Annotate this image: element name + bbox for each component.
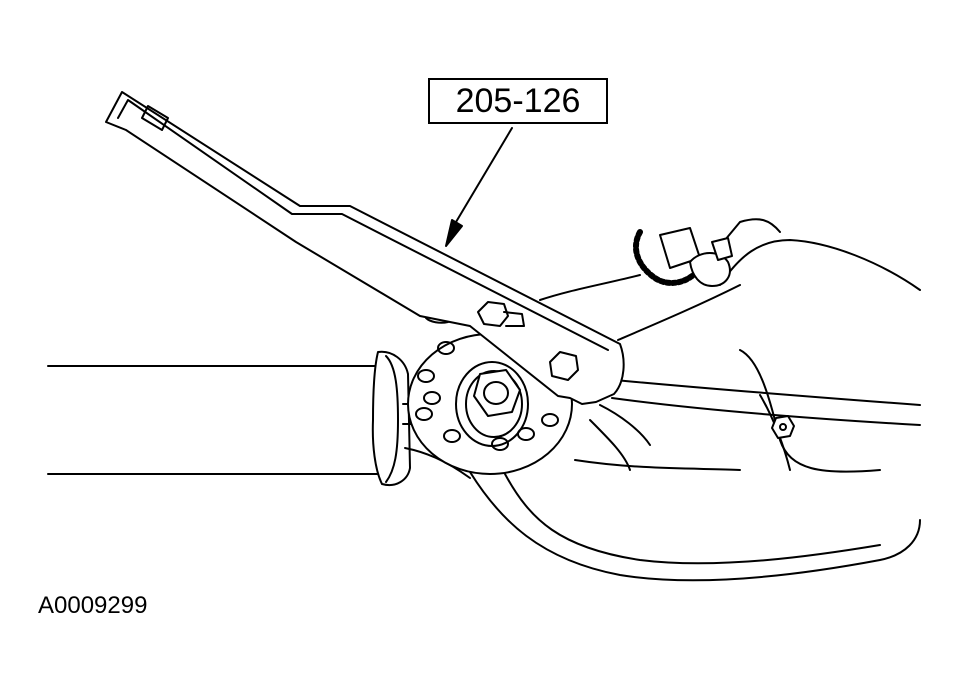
tool-callout-label: 205-126 [428, 78, 608, 124]
holding-tool [105, 91, 625, 405]
tool-part-number: 205-126 [455, 81, 581, 120]
tool-bolt-upper [477, 301, 525, 327]
flange-holes [415, 341, 559, 451]
driveshaft [47, 365, 381, 475]
pinion-nut [473, 369, 521, 417]
sensor-wire [633, 227, 733, 287]
housing-bolt [771, 415, 795, 439]
differential-housing [469, 218, 921, 582]
callout-leader-arrow [445, 127, 513, 247]
driveshaft-yoke [371, 350, 471, 486]
tool-bolt-lower [549, 351, 579, 381]
figure-id: A0009299 [38, 592, 148, 619]
